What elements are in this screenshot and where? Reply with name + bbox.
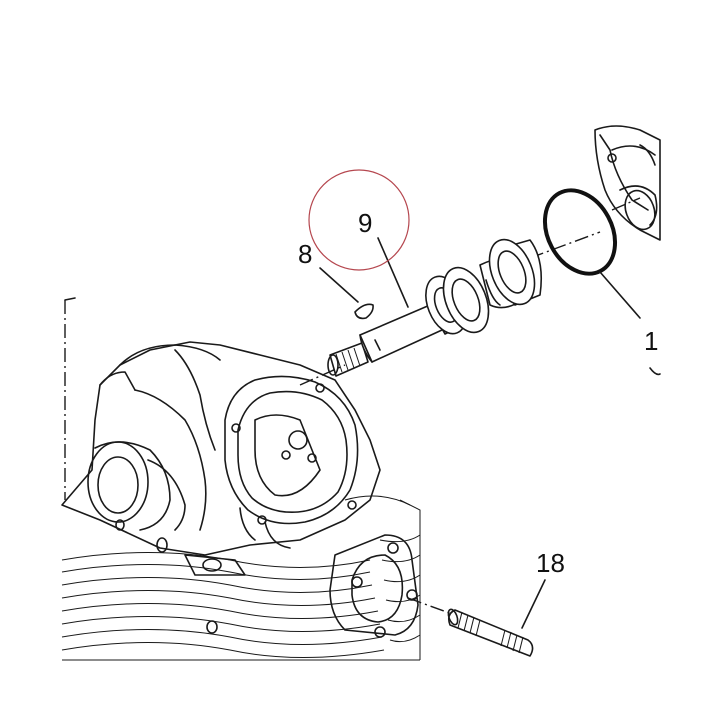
leader-line-8 [319,267,359,303]
o-ring [542,188,618,276]
leader-line-18 [521,579,546,629]
assembly-axes [64,197,641,616]
cam-cover [594,125,661,241]
callout-9: 9 [358,208,372,238]
intake-port [87,441,186,531]
callout-18: 18 [536,548,565,578]
leader-line-9 [377,237,409,308]
camshaft [327,238,543,377]
highlight-circle [308,169,410,271]
woodruff-key [354,303,374,320]
cam-housing-flange [224,375,359,549]
stud-bolt [447,608,534,657]
leader-line-1 [599,271,641,319]
partial-mark [649,367,661,376]
callout-8: 8 [298,239,312,269]
leader-lines [319,237,661,629]
cooling-fins [61,495,421,661]
callout-1: 1 [644,326,658,356]
cylinder-head [61,341,421,661]
